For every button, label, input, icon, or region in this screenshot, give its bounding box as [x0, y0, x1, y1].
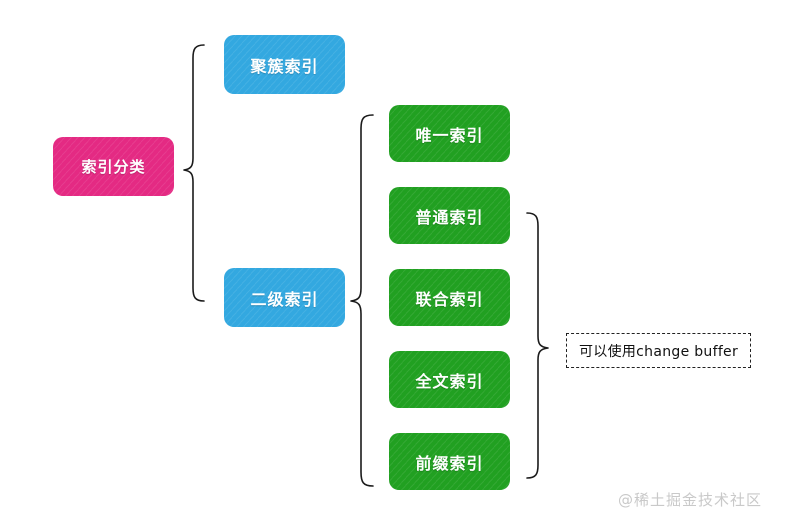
brace-root-to-level-two: [183, 44, 205, 302]
node-label: 唯一索引: [415, 125, 484, 145]
node-normal-index[interactable]: 普通索引: [389, 187, 510, 244]
node-clustered-index[interactable]: 聚簇索引: [224, 35, 345, 94]
watermark: @稀土掘金技术社区: [618, 491, 763, 509]
node-label: 二级索引: [250, 289, 319, 309]
node-index-classification[interactable]: 索引分类: [53, 137, 174, 196]
annotation-text: 可以使用change buffer: [578, 343, 739, 360]
node-label: 前缀索引: [415, 453, 484, 473]
node-fulltext-index[interactable]: 全文索引: [389, 351, 510, 408]
node-label: 索引分类: [81, 158, 146, 176]
node-label: 联合索引: [415, 289, 484, 309]
node-prefix-index[interactable]: 前缀索引: [389, 433, 510, 490]
annotation-change-buffer: 可以使用change buffer: [566, 333, 751, 368]
node-label: 普通索引: [415, 207, 484, 227]
node-secondary-index[interactable]: 二级索引: [224, 268, 345, 327]
node-unique-index[interactable]: 唯一索引: [389, 105, 510, 162]
node-composite-index[interactable]: 联合索引: [389, 269, 510, 326]
brace-secondary-to-level-three: [350, 114, 374, 487]
node-label: 聚簇索引: [250, 56, 319, 76]
brace-level-three-to-annotation: [526, 212, 549, 479]
node-label: 全文索引: [415, 371, 484, 391]
